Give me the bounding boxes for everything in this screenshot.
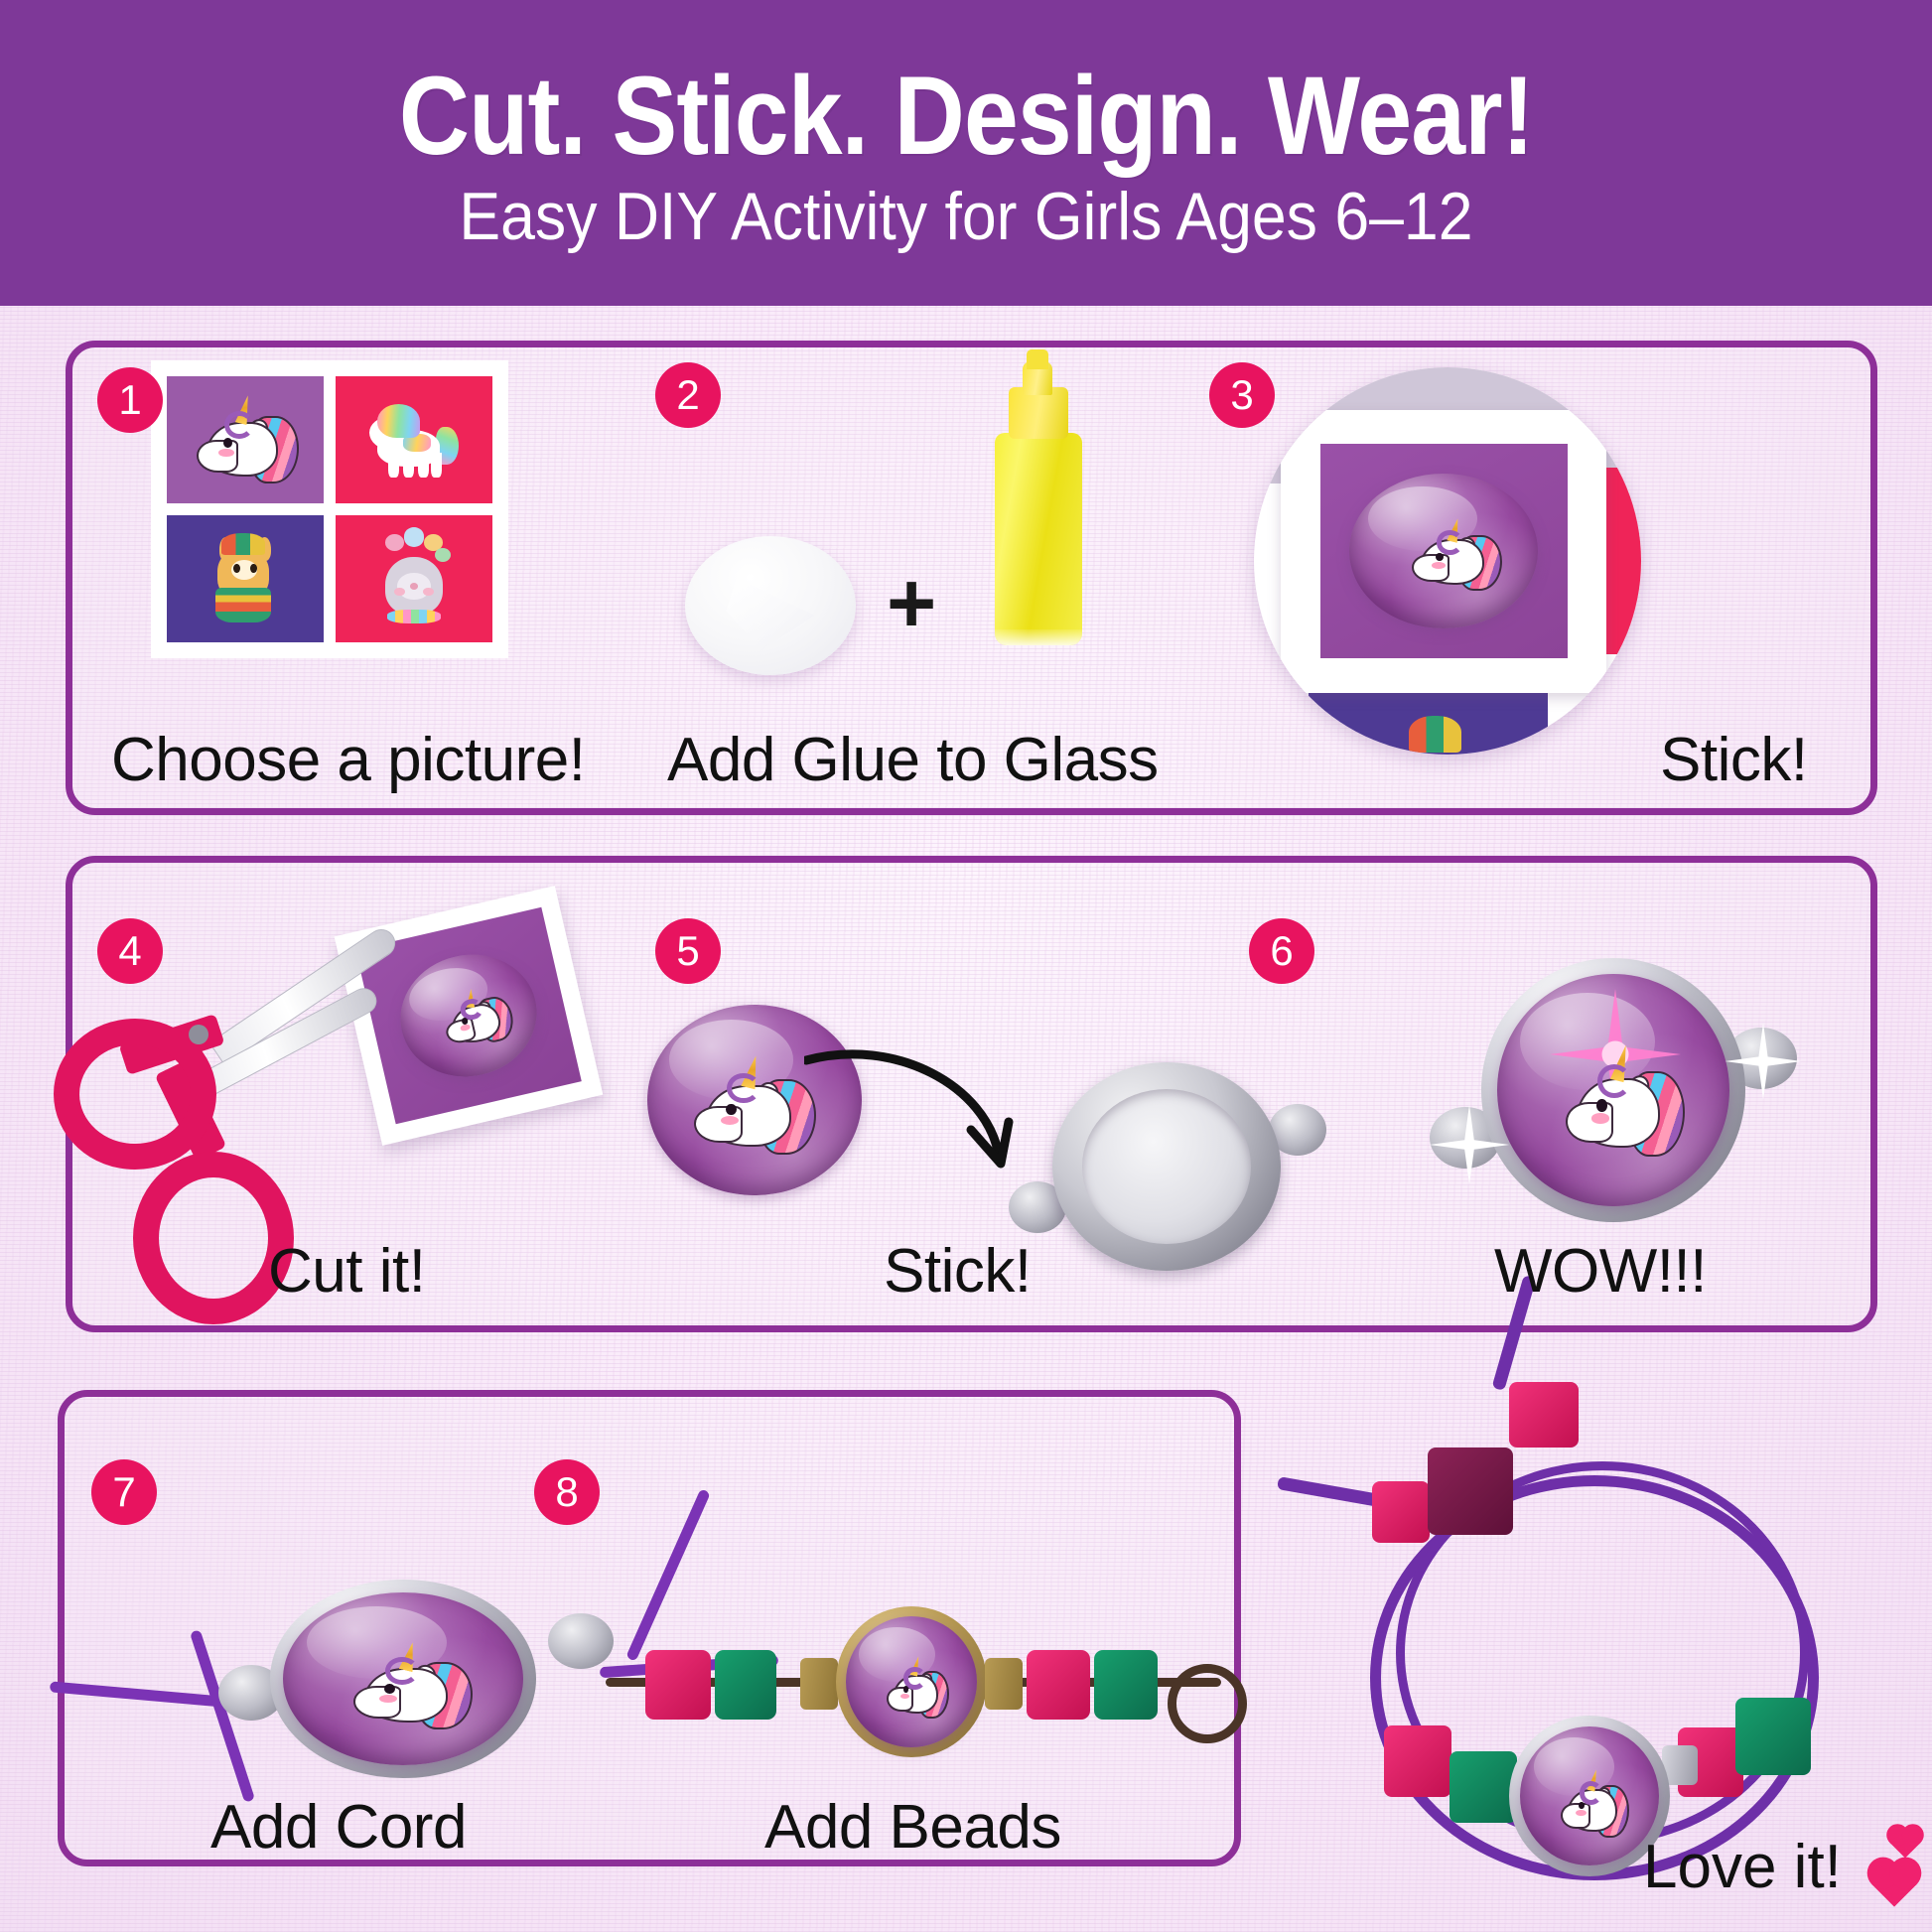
wooden-bead — [1027, 1650, 1090, 1720]
step-6-caption: WOW!!! — [1494, 1237, 1707, 1306]
sticker-sheet[interactable] — [151, 360, 508, 658]
pendant-with-cord — [49, 1488, 779, 1812]
cabochon-on-sticker — [1349, 474, 1538, 629]
silver-pendant-icon — [1509, 1716, 1670, 1876]
step-3-caption: Stick! — [1660, 726, 1808, 794]
step-1-badge: 1 — [97, 367, 163, 433]
curved-arrow-icon — [804, 1049, 1014, 1169]
scissors-icon — [54, 923, 401, 1350]
wooden-bead — [1509, 1382, 1579, 1448]
bronze-pendant — [836, 1606, 987, 1757]
step-8-caption: Add Beads — [764, 1793, 1061, 1862]
step-5-caption: Stick! — [884, 1237, 1032, 1306]
step-4-caption: Cut it! — [268, 1237, 426, 1306]
step-7-badge: 7 — [91, 1459, 157, 1525]
pony-icon — [360, 392, 468, 487]
wooden-bead — [715, 1650, 776, 1720]
unicorn-head-sticker[interactable] — [167, 376, 324, 503]
glue-bottle-icon — [983, 349, 1094, 645]
wooden-bead — [1735, 1698, 1811, 1775]
llama-icon — [196, 524, 295, 633]
llama-sticker[interactable] — [167, 515, 324, 642]
wooden-bead — [645, 1650, 711, 1720]
steps-row-3-panel — [58, 1390, 1241, 1866]
step-7-caption: Add Cord — [210, 1793, 467, 1862]
finished-bracelet — [1261, 1274, 1916, 1906]
flower-alpaca-sticker[interactable] — [336, 515, 492, 642]
page-title: Cut. Stick. Design. Wear! — [398, 54, 1535, 179]
glass-cabochon-icon — [685, 536, 856, 675]
unicorn-icon — [190, 394, 301, 485]
page-subtitle: Easy DIY Activity for Girls Ages 6–12 — [459, 178, 1473, 254]
step-4-badge: 4 — [97, 918, 163, 984]
step-3-badge: 3 — [1209, 362, 1275, 428]
step-5-badge: 5 — [655, 918, 721, 984]
wooden-bead — [1449, 1751, 1517, 1823]
wooden-bead — [1372, 1481, 1430, 1543]
cabochon — [647, 1005, 862, 1195]
wooden-bead — [1428, 1448, 1513, 1535]
final-caption: Love it! — [1643, 1833, 1842, 1901]
step-1-caption: Choose a picture! — [111, 726, 586, 794]
alpaca-icon — [362, 523, 466, 634]
beaded-strand — [606, 1588, 1247, 1777]
silver-pendant-icon — [1429, 958, 1802, 1256]
rainbow-pony-sticker[interactable] — [336, 376, 492, 503]
magnifier-circle — [1254, 367, 1641, 755]
step-2-badge: 2 — [655, 362, 721, 428]
header-banner: Cut. Stick. Design. Wear! Easy DIY Activ… — [0, 0, 1932, 306]
step-2-caption: Add Glue to Glass — [667, 726, 1159, 794]
step-6-badge: 6 — [1249, 918, 1314, 984]
plus-sign: + — [887, 556, 937, 651]
step-8-badge: 8 — [534, 1459, 600, 1525]
bezel-tray-icon — [1009, 1062, 1326, 1271]
wooden-bead — [1094, 1650, 1158, 1720]
wooden-bead — [1384, 1725, 1451, 1797]
